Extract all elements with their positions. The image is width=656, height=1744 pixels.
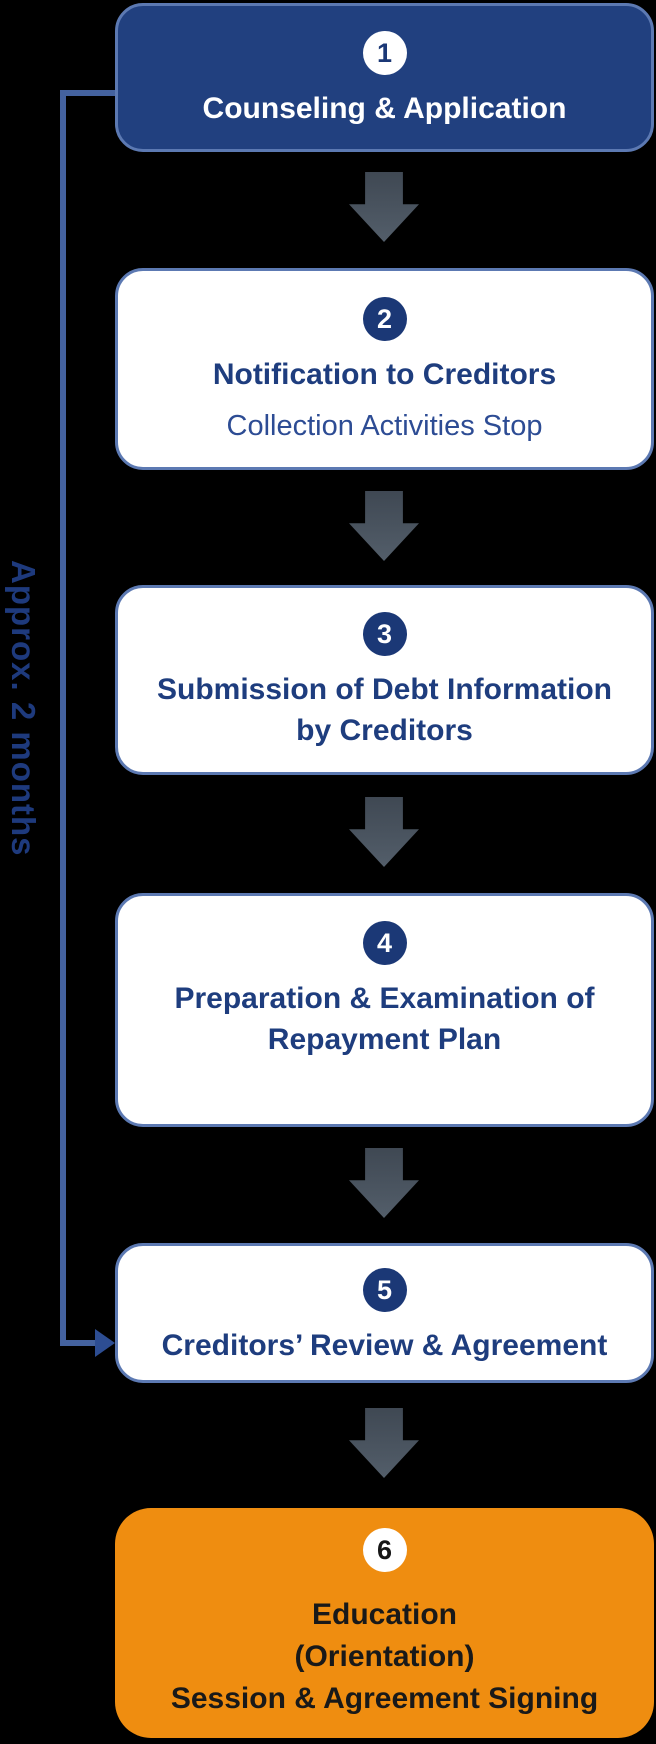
timeline-label: Approx. 2 months <box>5 560 42 857</box>
down-arrow-icon <box>349 1148 419 1218</box>
step-number-badge: 1 <box>362 31 407 75</box>
down-arrow-icon <box>349 1408 419 1478</box>
step-title: Submission of Debt Information by Credit… <box>157 673 612 747</box>
step-box-5: 5 Creditors’ Review & Agreement <box>115 1243 654 1383</box>
step-box-2: 2 Notification to Creditors Collection A… <box>115 268 654 470</box>
down-arrow-icon <box>349 491 419 561</box>
step-box-4: 4 Preparation & Examination of Repayment… <box>115 893 654 1127</box>
step-number-badge: 4 <box>362 921 407 965</box>
step-title: Education (Orientation) Session & Agreem… <box>170 1598 599 1715</box>
step-number-badge: 3 <box>362 612 407 656</box>
step-box-3: 3 Submission of Debt Information by Cred… <box>115 585 654 775</box>
step-title: Counseling & Application <box>202 92 567 125</box>
step-number-badge: 6 <box>362 1528 407 1572</box>
step-subtitle: Collection Activities Stop <box>226 409 543 442</box>
timeline-bottom-segment <box>60 1340 98 1346</box>
timeline-vertical-line <box>60 90 66 1346</box>
step-box-6: 6 Education (Orientation) Session & Agre… <box>115 1508 654 1738</box>
down-arrow-icon <box>349 172 419 242</box>
down-arrow-icon <box>349 797 419 867</box>
step-number-badge: 2 <box>362 297 407 341</box>
timeline-top-segment <box>60 90 118 96</box>
step-box-1: 1 Counseling & Application <box>115 3 654 152</box>
step-number-badge: 5 <box>362 1268 407 1312</box>
right-arrowhead-icon <box>95 1329 115 1357</box>
step-title: Creditors’ Review & Agreement <box>161 1329 608 1362</box>
step-title: Preparation & Examination of Repayment P… <box>174 982 595 1056</box>
step-title: Notification to Creditors <box>212 358 557 391</box>
